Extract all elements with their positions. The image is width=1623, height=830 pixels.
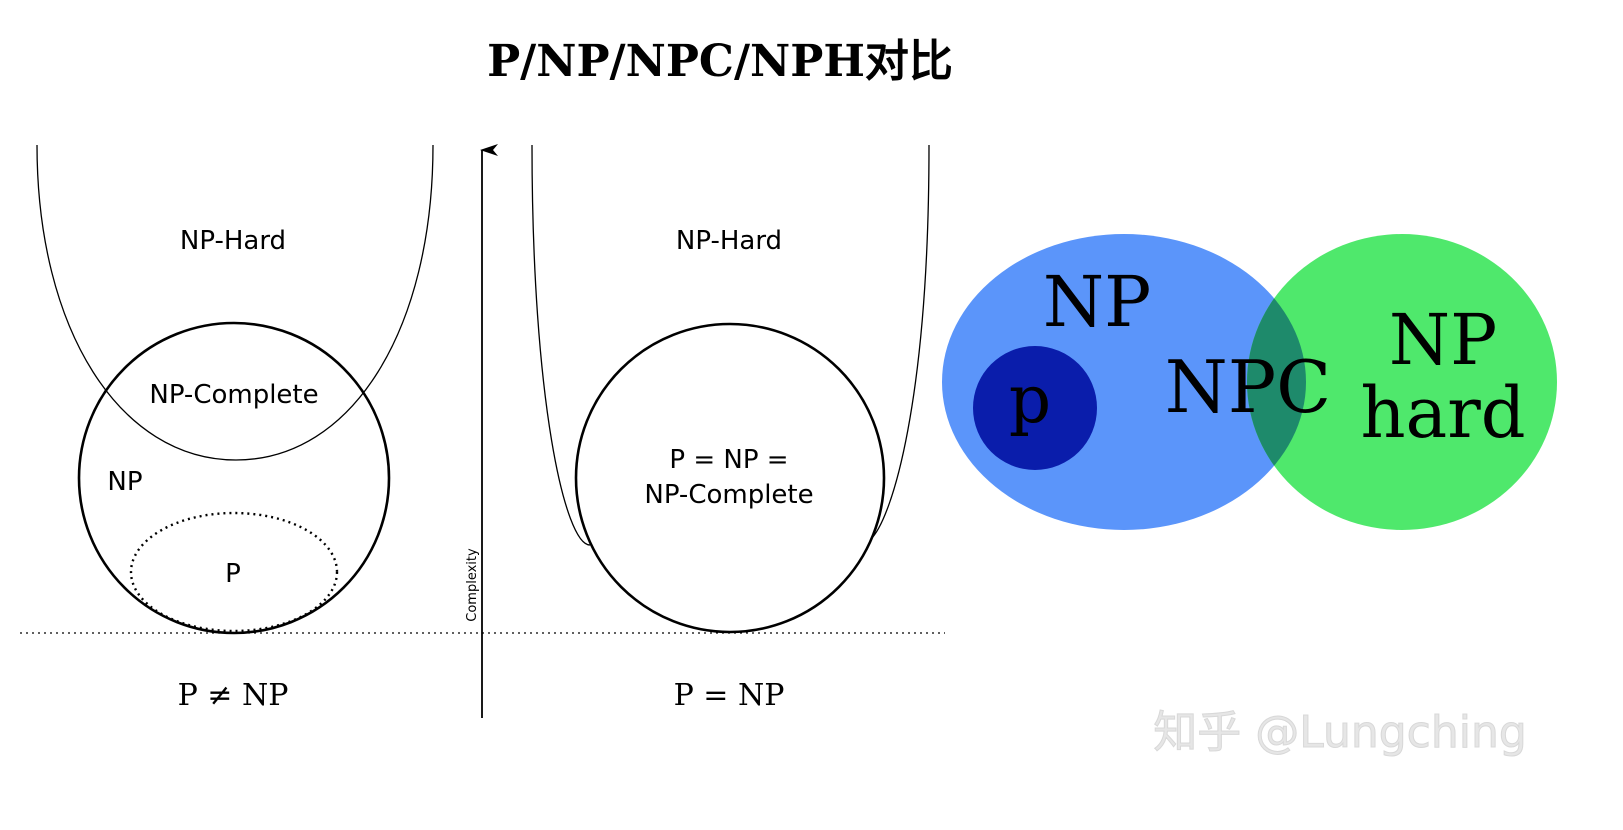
venn-p-region [973,346,1097,470]
middle-diagram: NP-Hard P = NP = NP-Complete P = NP [531,144,930,713]
middle-merged-line1: P = NP = [669,445,788,475]
venn-p-label: p [1009,361,1051,438]
middle-np-hard-curve [531,144,930,546]
venn-diagram: NP p NPC NP hard [942,234,1557,530]
middle-caption: P = NP [674,678,785,713]
left-np-hard-curve [36,144,434,461]
middle-merged-line2: NP-Complete [644,480,813,510]
left-caption: P ≠ NP [178,678,289,713]
venn-npc-label: NPC [1165,345,1332,429]
left-diagram: NP-Hard NP-Complete NP P P ≠ NP [36,144,434,713]
left-p-ellipse [129,511,339,633]
left-p-label: P [225,559,241,589]
left-np-label: NP [107,467,142,497]
middle-merged-circle [574,322,886,634]
venn-np-hard-line1: NP [1389,299,1497,381]
venn-np-label: NP [1043,261,1151,343]
left-np-complete-label: NP-Complete [149,380,318,410]
complexity-axis-label: Complexity [465,548,480,622]
left-np-circle [77,321,391,635]
left-np-hard-label: NP-Hard [180,226,286,256]
page-title: P/NP/NPC/NPH对比 [487,36,953,87]
middle-np-hard-label: NP-Hard [676,226,782,256]
complexity-axis: Complexity [465,144,498,718]
watermark: 知乎 @Lungching [1153,707,1527,758]
venn-np-hard-line2: hard [1360,372,1525,454]
venn-np-hard-region [1247,234,1557,530]
